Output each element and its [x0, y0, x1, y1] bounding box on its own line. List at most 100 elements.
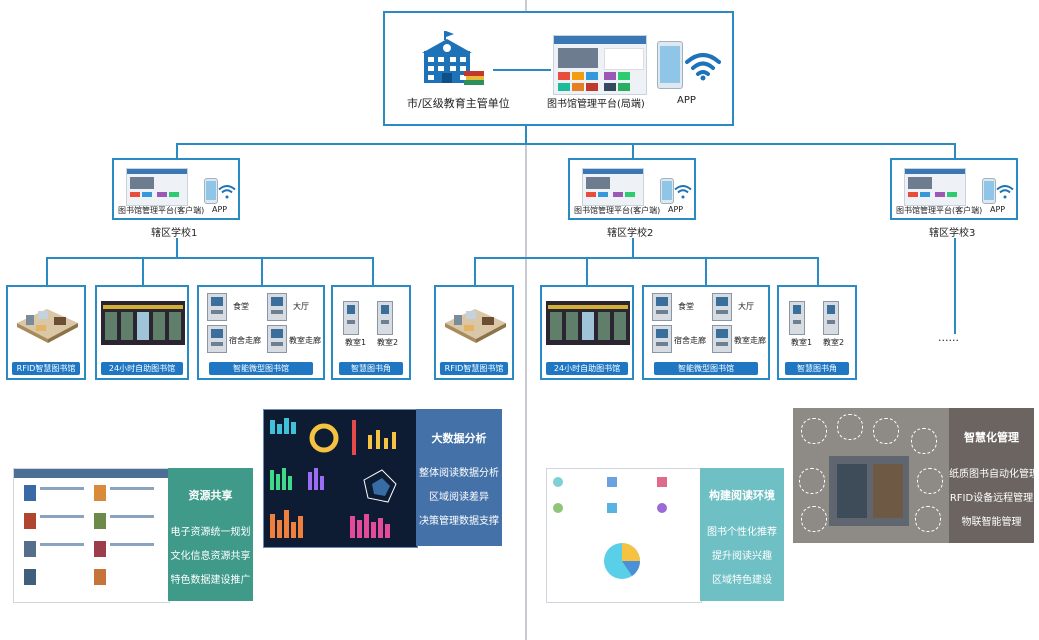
resource-title: 资源共享	[188, 489, 233, 502]
smart-title: 智慧化管理	[964, 431, 1019, 444]
s2-corner-library-box: 教室1 教室2 智慧图书角	[777, 285, 857, 380]
resource-panel: 资源共享 电子资源统一规划 文化信息资源共享 特色数据建设推广	[168, 468, 253, 601]
s2-mini-spot-2: 大厅	[738, 302, 754, 311]
school3-box: 图书馆管理平台(客户端) APP	[890, 158, 1018, 220]
authority-label: 市/区级教育主管单位	[407, 97, 510, 110]
rfid-library-image	[17, 309, 78, 343]
cabinet-icon	[267, 293, 287, 321]
top-authority-box: 市/区级教育主管单位 图书馆管理平台(局端) APP	[383, 11, 734, 126]
school3-name: 辖区学校3	[929, 228, 976, 239]
school3-wifi-icon	[996, 185, 1014, 199]
dashboard-graphic	[270, 418, 397, 538]
phone-icon	[657, 41, 683, 89]
s2-24h-library-box: 24小时自助图书馆	[540, 285, 634, 380]
reading-panel: 构建阅读环境 图书个性化推荐 提升阅读兴趣 区域特色建设	[700, 468, 784, 601]
connector-schools-bus	[176, 143, 955, 145]
s1-rfid-label: RFID智慧图书馆	[12, 362, 80, 375]
platform-screenshot	[553, 35, 647, 95]
connector-school2-bus	[474, 257, 819, 259]
bigdata-item-2: 区域阅读差异	[429, 492, 489, 503]
s1-mini-spot-3: 宿舍走廊	[229, 336, 261, 345]
connector-s2-lib1	[474, 257, 476, 286]
cabinet-icon	[712, 293, 732, 321]
connector-s1-lib1	[46, 257, 48, 286]
s2-24h-label: 24小时自助图书馆	[546, 362, 628, 375]
bigdata-panel: 大数据分析 整体阅读数据分析 区域阅读差异 决策管理数据支撑	[416, 409, 502, 546]
connector-s2-lib4	[817, 257, 819, 286]
cabinet-icon	[652, 293, 672, 321]
bigdata-dashboard	[263, 409, 418, 548]
s2-corner-label: 智慧图书角	[785, 362, 849, 375]
connector-s2-lib3	[705, 257, 707, 286]
school3-app-label: APP	[990, 205, 1006, 214]
resource-item-2: 文化信息资源共享	[170, 551, 251, 562]
s1-corner-library-box: 教室1 教室2 智慧图书角	[331, 285, 411, 380]
school3-phone-icon	[982, 178, 996, 204]
connector-s1-lib4	[372, 257, 374, 286]
connector-s1-lib3	[261, 257, 263, 286]
smart-item-2: RFID设备远程管理	[949, 493, 1034, 504]
connector-s2-lib2	[586, 257, 588, 286]
school1-phone-icon	[204, 178, 218, 204]
s1-mini-spot-1: 食堂	[233, 302, 249, 311]
resource-screenshot	[13, 468, 170, 603]
connector-school1-down	[176, 238, 178, 258]
school1-name: 辖区学校1	[151, 228, 198, 239]
s2-rfid-label: RFID智慧图书馆	[440, 362, 508, 375]
school2-app-label: APP	[668, 205, 684, 214]
s2-mini-library-box: 食堂 大厅 宿舍走廊 教室走廊 智能微型图书馆	[642, 285, 770, 380]
resource-item-3: 特色数据建设推广	[170, 575, 251, 586]
s2-mini-label: 智能微型图书馆	[654, 362, 758, 375]
school1-box: 图书馆管理平台(客户端) APP	[112, 158, 240, 220]
s1-corner-spot-2: 教室2	[377, 338, 399, 347]
school-building-icon	[422, 31, 484, 85]
cabinet-icon	[652, 325, 672, 353]
reading-title: 构建阅读环境	[709, 489, 775, 502]
reading-item-2: 提升阅读兴趣	[712, 551, 772, 562]
cabinet-icon	[267, 325, 287, 353]
reading-item-1: 图书个性化推荐	[707, 527, 777, 538]
24h-library-image	[546, 301, 630, 345]
s1-rfid-library-box: RFID智慧图书馆	[6, 285, 86, 380]
connector-school1-bus	[46, 257, 374, 259]
reading-item-3: 区域特色建设	[712, 575, 772, 586]
app-label: APP	[677, 95, 696, 106]
connector-school2-down	[632, 238, 634, 258]
s2-corner-spot-2: 教室2	[823, 338, 845, 347]
school2-box: 图书馆管理平台(客户端) APP	[568, 158, 696, 220]
smart-item-1: 纸质图书自动化管理	[949, 469, 1039, 480]
bigdata-item-1: 整体阅读数据分析	[419, 468, 499, 479]
cabinet-icon	[789, 301, 805, 335]
connector-school3	[954, 143, 956, 159]
bigdata-item-3: 决策管理数据支撑	[419, 516, 499, 527]
rfid-library-image	[445, 309, 506, 343]
school1-app-label: APP	[212, 205, 228, 214]
connector-top-down	[525, 126, 527, 144]
school1-wifi-icon	[218, 185, 236, 199]
s2-corner-spot-1: 教室1	[791, 338, 813, 347]
s1-corner-label: 智慧图书角	[339, 362, 403, 375]
school3-platform-screenshot	[904, 168, 966, 206]
s1-mini-spot-4: 教室走廊	[289, 336, 321, 345]
s2-rfid-library-box: RFID智慧图书馆	[434, 285, 514, 380]
cabinet-icon	[823, 301, 839, 335]
s1-corner-spot-1: 教室1	[345, 338, 367, 347]
wifi-icon	[685, 53, 721, 81]
center-divider	[525, 0, 527, 640]
s1-mini-label: 智能微型图书馆	[209, 362, 313, 375]
resource-item-1: 电子资源统一规划	[170, 527, 251, 538]
school2-wifi-icon	[674, 185, 692, 199]
s1-24h-label: 24小时自助图书馆	[101, 362, 183, 375]
school2-platform-label: 图书馆管理平台(客户端)	[574, 206, 661, 215]
s2-mini-spot-3: 宿舍走廊	[674, 336, 706, 345]
school2-name: 辖区学校2	[607, 228, 654, 239]
s1-24h-library-box: 24小时自助图书馆	[95, 285, 189, 380]
cabinet-icon	[207, 325, 227, 353]
cabinet-icon	[377, 301, 393, 335]
school3-platform-label: 图书馆管理平台(客户端)	[896, 206, 983, 215]
smart-item-3: 物联智能管理	[961, 517, 1022, 528]
connector-school1	[176, 143, 178, 159]
bigdata-title: 大数据分析	[431, 432, 487, 445]
school1-platform-screenshot	[126, 168, 188, 206]
s1-mini-spot-2: 大厅	[293, 302, 309, 311]
